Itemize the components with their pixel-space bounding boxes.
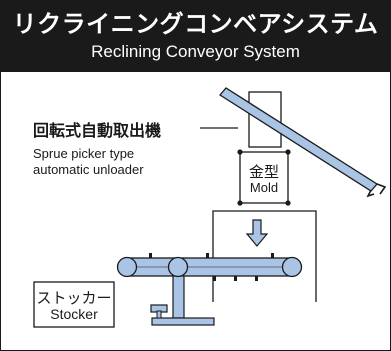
machine-label-english-line1: Sprue picker type [33,146,135,161]
conveyor-stand-handle-stem [156,310,162,319]
stocker-label-japanese: ストッカー [36,290,112,307]
mold-box [239,151,289,204]
gripper-left-finger [366,189,375,198]
conveyor-pulley-middle [167,256,189,278]
conveyor-cleat [213,276,216,281]
conveyor-cleat [271,253,274,258]
down-arrow-icon [245,219,269,247]
conveyor-pulley-right [281,256,303,278]
stocker-box [33,281,115,328]
gripper-right-finger [376,183,387,195]
mold-corner-dot [285,149,291,155]
header-banner: リクライニングコンベアシステム Reclining Conveyor Syste… [1,1,390,72]
mold-corner-dot [285,200,291,206]
conveyor-cleat [234,276,237,281]
machine-label-english-line2: automatic unloader [33,162,144,177]
title-english: Reclining Conveyor System [91,42,300,61]
stocker-label-english: Stocker [50,306,98,322]
mold-corner-dot [237,200,243,206]
conveyor-stand-base [151,317,215,326]
conveyor-cleat [206,253,209,258]
mold-corner-dot [237,149,243,155]
title-japanese: リクライニングコンベアシステム [12,11,379,38]
mold-label-japanese: 金型 [248,164,279,181]
conveyor-cleat [255,276,258,281]
conveyor-cleat [149,253,152,258]
molding-machine-outline [212,210,317,302]
mold-label-english: Mold [249,180,279,195]
conveyor-pulley-left [116,256,138,278]
machine-label-japanese: 回転式自動取出機 [33,123,162,140]
